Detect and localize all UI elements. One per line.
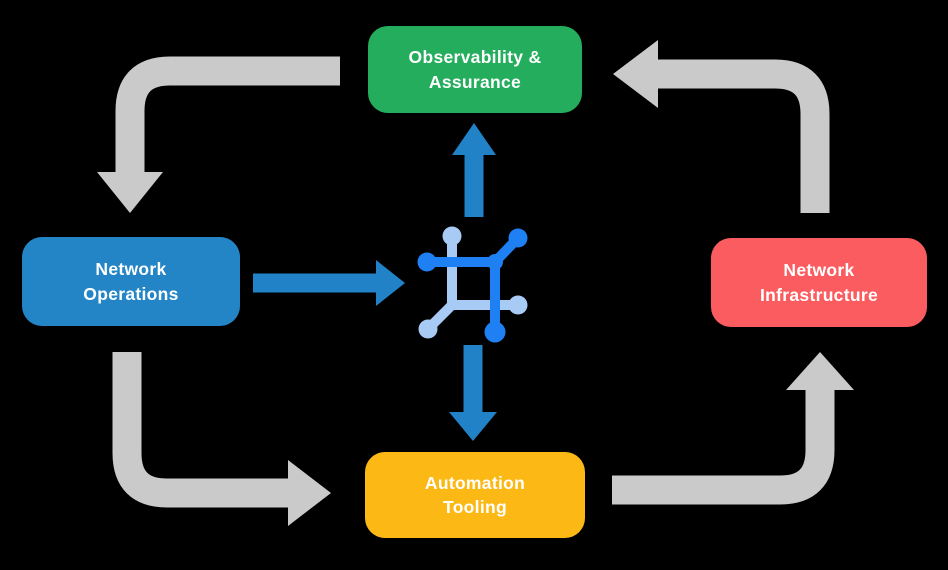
- gray-arrowhead-right: [288, 460, 331, 526]
- gray-arrow-observability-to-operations: [115, 56, 340, 174]
- node-network-infrastructure: Network Infrastructure: [711, 238, 927, 327]
- node-network-infrastructure-label: Network Infrastructure: [760, 260, 878, 305]
- gray-arrowhead-down: [97, 172, 163, 213]
- node-observability-assurance-label: Observability & Assurance: [408, 47, 542, 92]
- node-observability-assurance: Observability & Assurance: [368, 26, 582, 113]
- gray-arrow-infrastructure-to-observability: [658, 59, 830, 213]
- network-mesh-dark-branch: [417, 228, 528, 343]
- cycle-arrows: [97, 40, 854, 526]
- network-mesh-icon: [417, 226, 528, 343]
- gray-arrow-automation-to-infrastructure: [612, 390, 835, 505]
- blue-arrowhead-right: [376, 260, 405, 306]
- node-network-operations-label: Network Operations: [83, 259, 179, 304]
- blue-arrowhead-up: [452, 123, 496, 155]
- hub-arrows: [253, 123, 497, 441]
- gray-arrow-operations-to-automation: [112, 352, 289, 508]
- gray-arrowhead-up: [786, 352, 854, 390]
- gray-arrowhead-left: [613, 40, 658, 108]
- node-automation-tooling: Automation Tooling: [365, 452, 585, 538]
- node-network-operations: Network Operations: [22, 237, 240, 326]
- node-automation-tooling-label: Automation Tooling: [424, 472, 526, 517]
- blue-arrowhead-down: [449, 412, 497, 441]
